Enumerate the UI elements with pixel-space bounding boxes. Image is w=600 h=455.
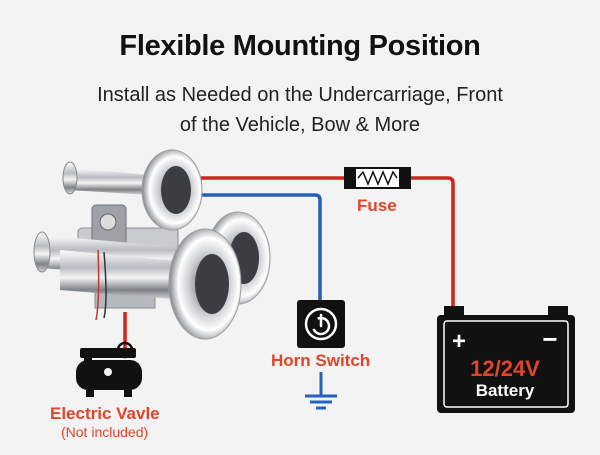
ground-icon [305, 372, 337, 410]
air-compressor-icon [76, 341, 142, 397]
fuse-label: Fuse [357, 196, 397, 215]
battery-minus-sign: − [542, 324, 557, 354]
battery-voltage-label: 12/24V [470, 356, 540, 381]
page-subtitle: Install as Needed on the Undercarriage, … [40, 80, 560, 140]
horn-switch-label: Horn Switch [271, 351, 371, 370]
subtitle-line-2: of the Vehicle, Bow & More [179, 114, 421, 136]
page-title: Flexible Mounting Position [119, 30, 481, 62]
electric-valve-label: Electric Vavle [50, 404, 160, 423]
electric-valve-note: (Not included) [61, 424, 149, 440]
chrome-air-horn-icon [33, 149, 271, 340]
battery-icon: + − [437, 306, 575, 413]
battery-name-label: Battery [475, 381, 535, 400]
blue-wire [196, 193, 322, 300]
fuse-icon [344, 167, 411, 189]
subtitle-line-1: Install as Needed on the Undercarriage, … [97, 84, 503, 106]
power-button-icon[interactable] [297, 300, 345, 348]
battery-plus-sign: + [452, 328, 466, 355]
